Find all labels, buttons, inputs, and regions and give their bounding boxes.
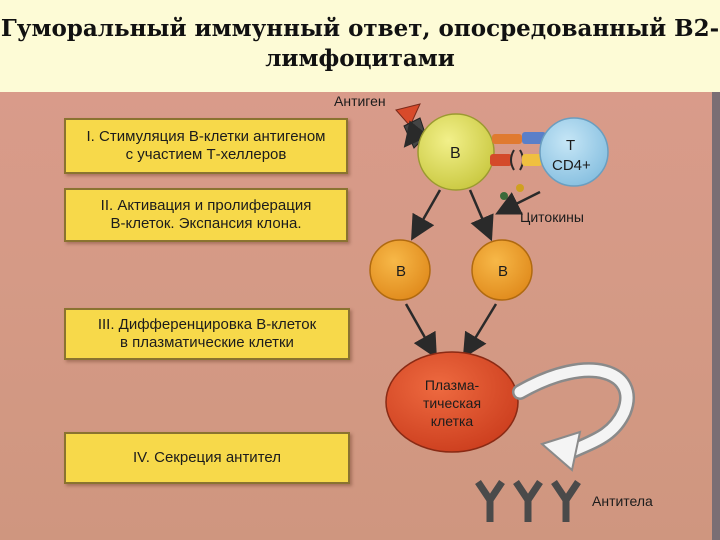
stage-3-line-2: в плазматические клетки (120, 334, 294, 351)
antibody-icon (475, 480, 505, 522)
secretion-curved-arrow (512, 362, 635, 472)
b-cell (417, 113, 495, 191)
t-cell-label: Т (566, 137, 575, 154)
t-helper-cell (539, 117, 609, 187)
antibody-icon (513, 480, 543, 522)
stage-2-line-2: В-клеток. Экспансия клона. (110, 215, 302, 232)
b-clone-left (369, 239, 431, 301)
arrow-b-to-left-clone (411, 189, 442, 241)
stage-3-line-1: III. Дифференцировка В-клеток (97, 316, 317, 333)
cytokine-dots (500, 184, 524, 212)
stage-box-3: III. Дифференцировка В-клеток в плазмати… (64, 308, 350, 360)
title-line-2: лимфоцитами (265, 45, 455, 72)
arrow-b-to-right-clone (468, 189, 494, 242)
plasma-label-line-1: Плазма- (425, 377, 480, 393)
arrow-right-clone-to-plasma (462, 303, 498, 359)
slide-title: Гуморальный иммунный ответ, опосредованн… (0, 0, 720, 92)
stage-1-line-1: I. Стимуляция В-клетки антигеном (86, 128, 326, 145)
arrow-left-clone-to-plasma (404, 303, 437, 359)
stage-4-line-1: IV. Секреция антител (133, 449, 281, 466)
plasma-label-line-2: тическая (423, 395, 481, 411)
antibodies-label: Антитела (592, 493, 653, 509)
b-clone-left-label: В (396, 263, 406, 280)
b-clone-right-label: В (498, 263, 508, 280)
b-cell-label: В (450, 145, 461, 162)
receptor-complex-icon (490, 132, 546, 171)
antigen-label: Антиген (334, 93, 386, 109)
t-cell-cd4-label: CD4+ (552, 157, 591, 174)
antigen-arrow (403, 120, 430, 148)
stage-2-line-1: II. Активация и пролиферация (100, 197, 312, 214)
stage-1-line-2: с участием Т-хеллеров (125, 146, 287, 163)
stage-box-1: I. Стимуляция В-клетки антигеном с участ… (64, 118, 348, 174)
plasma-label-line-3: клетка (431, 413, 474, 429)
immune-response-diagram: Антиген В Т CD4+ Цитокины В (334, 93, 653, 522)
antibody-icons (475, 480, 581, 522)
antibody-icon (551, 480, 581, 522)
title-line-1: Гуморальный иммунный ответ, опосредованн… (0, 15, 720, 42)
stage-box-4: IV. Секреция антител (64, 432, 350, 484)
cytokines-label: Цитокины (520, 209, 584, 225)
stage-box-2: II. Активация и пролиферация В-клеток. Э… (64, 188, 348, 242)
b-clone-right (471, 239, 533, 301)
plasma-cell (385, 351, 519, 453)
cytokine-arrow (495, 190, 541, 215)
